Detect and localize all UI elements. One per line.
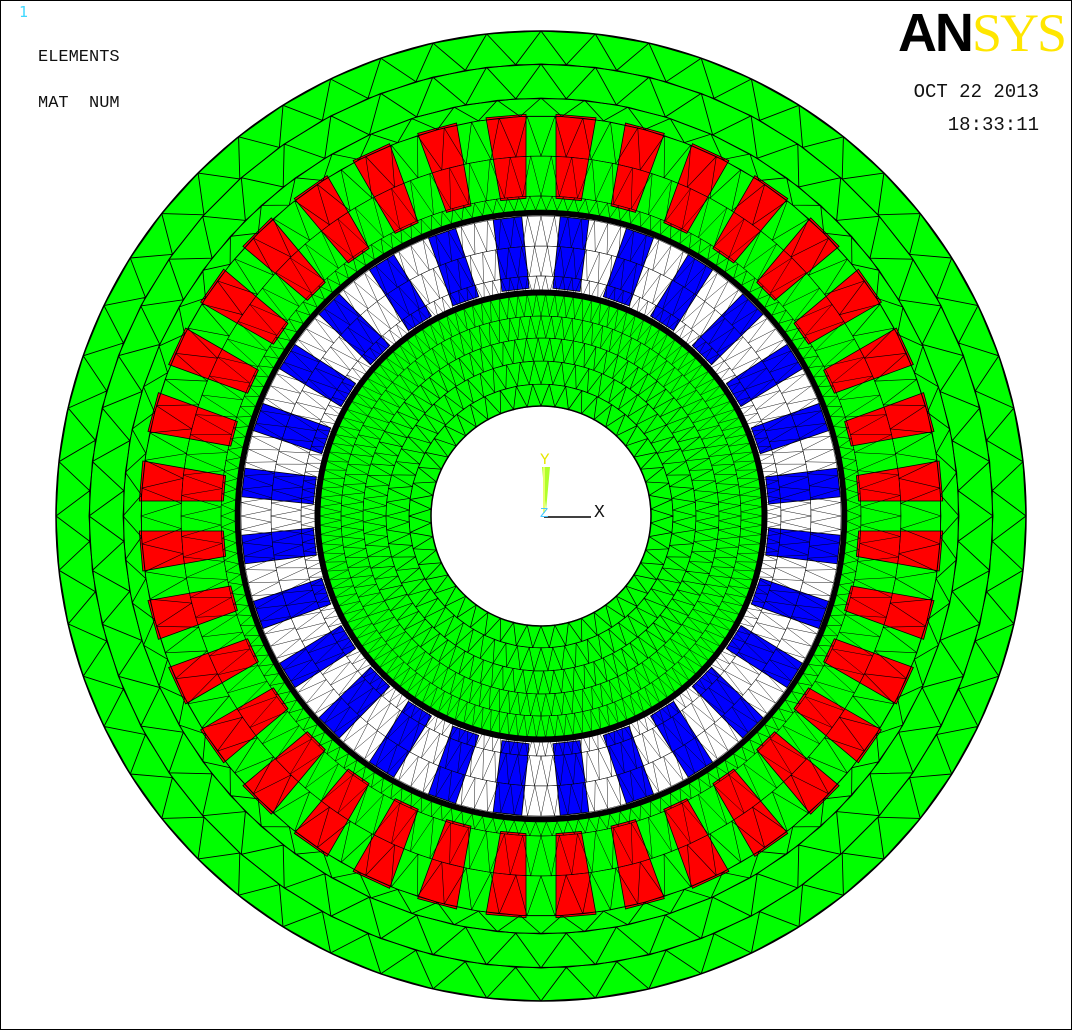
plot-label-elements: ELEMENTS xyxy=(38,48,120,67)
stator-slot xyxy=(844,392,935,447)
stator-slot xyxy=(485,113,527,202)
stator-slot xyxy=(663,143,730,234)
plot-label-mat-num: MAT NUM xyxy=(38,94,120,113)
stator-slot xyxy=(147,585,238,640)
stator-slot xyxy=(293,768,370,857)
stator-slot xyxy=(756,217,840,301)
stator-slot xyxy=(417,819,472,910)
stator-slot xyxy=(712,768,789,857)
stator-slot xyxy=(485,830,527,919)
stator-slot xyxy=(352,143,419,234)
air-gap-band xyxy=(235,210,847,822)
stator-slot xyxy=(610,122,665,213)
logo-part-sys: SYS xyxy=(971,3,1067,63)
stator-slot xyxy=(242,217,326,301)
coordinate-triad: Y Z X xyxy=(540,451,605,523)
rotor-core xyxy=(317,292,765,740)
date-stamp: OCT 22 2013 xyxy=(913,81,1039,103)
stator-slot xyxy=(610,819,665,910)
stator-slot xyxy=(293,175,370,264)
stator-slot xyxy=(756,731,840,815)
stator-slot xyxy=(168,638,259,705)
stator-slot xyxy=(417,122,472,213)
rotor-band xyxy=(314,289,768,743)
stator-slot xyxy=(555,830,597,919)
stator-slot xyxy=(712,175,789,264)
stator-slot xyxy=(855,530,944,572)
stator-slot xyxy=(823,638,914,705)
stator-slot xyxy=(844,585,935,640)
triad-y-label: Y xyxy=(540,451,550,469)
mesh-ring xyxy=(220,195,862,837)
stator-slot xyxy=(855,460,944,502)
stator-slot xyxy=(138,460,227,502)
stator-slot xyxy=(663,798,730,889)
mesh-ring xyxy=(408,383,674,649)
element-mesh-lines xyxy=(55,30,1027,1002)
window-number: 1 xyxy=(19,3,29,21)
ansys-logo: ANSYS xyxy=(897,3,1067,63)
logo-part-an: AN xyxy=(897,3,974,63)
stator-slot xyxy=(555,113,597,202)
stator-slot xyxy=(147,392,238,447)
stator-slot xyxy=(242,731,326,815)
stator-slot xyxy=(138,530,227,572)
triad-z-label: Z xyxy=(540,506,548,522)
stator-slot xyxy=(352,798,419,889)
triad-x-label: X xyxy=(594,503,605,523)
time-stamp: 18:33:11 xyxy=(947,114,1039,136)
stator-slot xyxy=(168,327,259,394)
stator-slot xyxy=(823,327,914,394)
